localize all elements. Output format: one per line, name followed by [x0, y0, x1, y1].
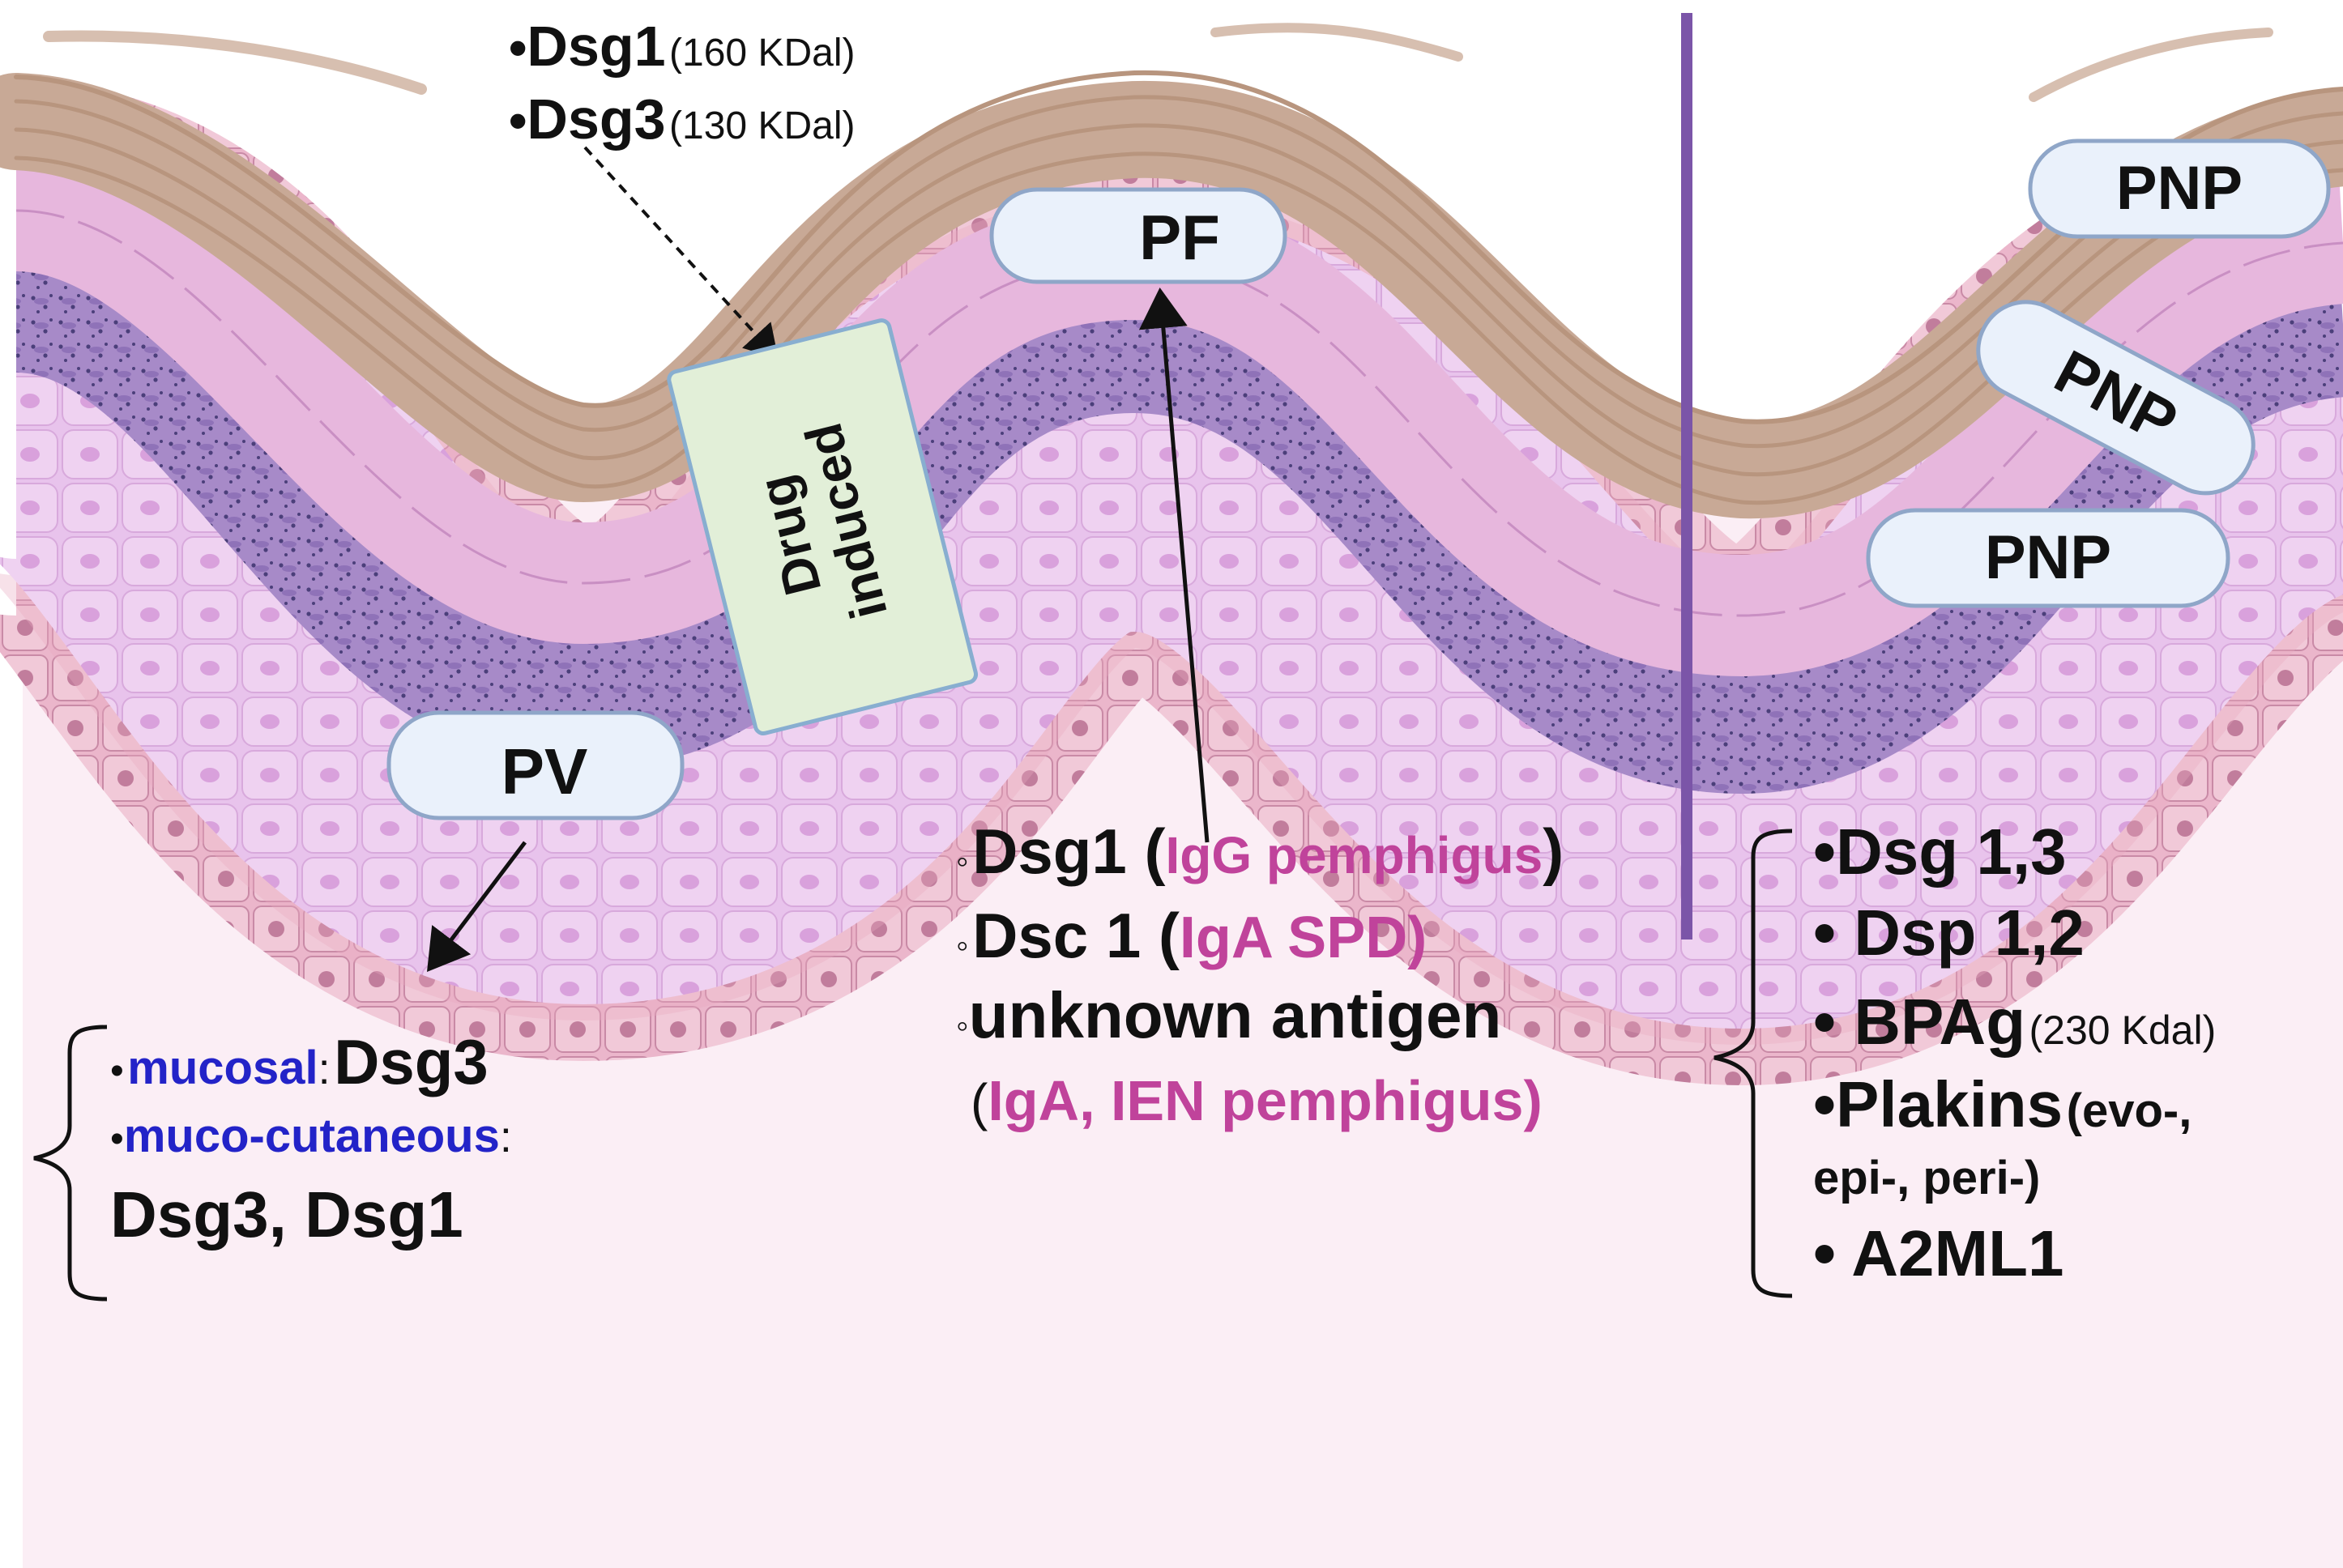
dsg1-text: Dsg1 (: [972, 816, 1166, 887]
pv-muco-cutaneous-line: •muco-cutaneous:: [110, 1113, 512, 1160]
close-paren: ): [1407, 905, 1428, 970]
unknown-antigen-text: unknown antigen: [968, 979, 1502, 1051]
mucosal-label: mucosal: [127, 1042, 318, 1094]
igg-pemphigus-note: IgG pemphigus: [1165, 826, 1543, 884]
pv-label-box: PV: [386, 710, 685, 820]
pnp-antigen-line-1: •Dsg 1,3: [1813, 816, 2067, 888]
pf-label-box: PF: [989, 187, 1287, 284]
bullet: •: [509, 19, 527, 77]
bpag-weight: (230 Kdal): [2029, 1008, 2217, 1053]
arrow-pf: [1138, 288, 1210, 843]
close-paren: ): [1523, 1069, 1543, 1132]
muco-sep: :: [499, 1113, 512, 1161]
stratum-corneum: [0, 23, 2343, 519]
pv-mucosal-line: • mucosal: Dsg3: [110, 1030, 489, 1093]
iga-ien-note: IgA, IEN pemphigus: [988, 1069, 1524, 1132]
pv-label: PV: [501, 735, 588, 807]
mucosal-value: Dsg3: [334, 1026, 489, 1097]
close-paren: ): [1543, 816, 1564, 887]
dsg1-weight: (160 KDal): [669, 32, 856, 75]
pf-antigen-line-4: (IgA, IEN pemphigus): [971, 1072, 1543, 1129]
mucosal-sep: :: [318, 1045, 331, 1093]
open-paren: (: [971, 1073, 988, 1131]
pf-antigen-line-2: ◦ Dsc 1 (IgA SPD): [956, 904, 1427, 967]
dsc1-text: Dsc 1 (: [972, 900, 1180, 971]
pnp-label-box-1: PNP: [2028, 138, 2331, 239]
pnp-antigen-line-4: •Plakins (evo-,: [1813, 1072, 2191, 1137]
dashed-arrow-drug: [583, 146, 779, 359]
pv-muco-cutaneous-value: Dsg3, Dsg1: [110, 1178, 463, 1251]
iga-spd-note: IgA SPD: [1179, 905, 1408, 970]
muco-cutaneous-label: muco-cutaneous: [123, 1110, 500, 1162]
dsg3-weight: (130 KDal): [669, 104, 856, 147]
arrow-pv: [426, 841, 527, 972]
drug-induced-box: Drug induced: [667, 318, 979, 736]
plakins-text: •Plakins: [1813, 1068, 2063, 1140]
pnp-antigen-line-6: • A2ML1: [1813, 1217, 2064, 1289]
bullet: ◦: [956, 842, 969, 881]
bullet: •: [110, 1118, 124, 1161]
pnp-brace: [1714, 829, 1793, 1298]
bpag-text: • BPAg: [1813, 986, 2026, 1058]
pnp-label-3: PNP: [1985, 523, 2111, 592]
top-antigen-line-2: •Dsg3 (130 KDal): [509, 91, 855, 147]
pnp-label-box-3: PNP: [1866, 508, 2230, 608]
bullet: ◦: [956, 1006, 969, 1046]
granular-layer: [12, 227, 2343, 795]
pnp-label-1: PNP: [2116, 154, 2243, 223]
pnp-antigen-line-5: epi-, peri-): [1813, 1152, 2041, 1204]
dsg3-name: Dsg3: [527, 87, 666, 151]
pf-antigen-line-3: ◦unknown antigen: [956, 983, 1501, 1048]
pnp-antigen-line-3: • BPAg (230 Kdal): [1813, 990, 2216, 1055]
bullet: •: [110, 1050, 124, 1093]
dsg1-name: Dsg1: [527, 15, 666, 78]
pf-antigen-line-1: ◦ Dsg1 (IgG pemphigus): [956, 820, 1564, 883]
pf-label: PF: [1139, 202, 1220, 273]
pv-brace: [33, 1025, 108, 1302]
plakins-note: (evo-,: [2066, 1084, 2192, 1137]
top-antigen-line-1: •Dsg1 (160 KDal): [509, 18, 855, 75]
pnp-antigen-line-2: • Dsp 1,2: [1813, 897, 2085, 969]
bullet: ◦: [956, 926, 969, 965]
bullet: •: [509, 92, 527, 150]
